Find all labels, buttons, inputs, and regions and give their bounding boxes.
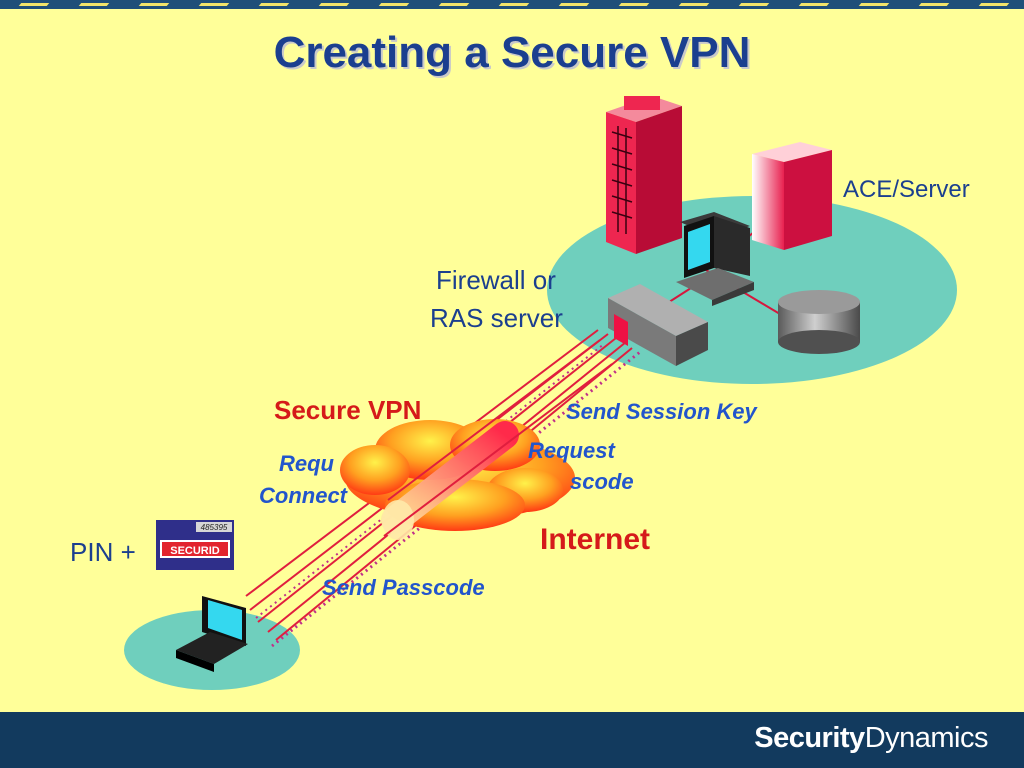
pin-label: PIN + bbox=[70, 537, 136, 567]
database-drum-icon bbox=[778, 290, 860, 354]
send-passcode-label: Send Passcode bbox=[322, 575, 485, 600]
firewall-label-line1: Firewall or bbox=[436, 265, 556, 295]
request-path-dotted bbox=[255, 343, 605, 619]
top-band bbox=[0, 0, 1024, 9]
ace-server-icon bbox=[752, 142, 832, 250]
request-connection-line1: Requ bbox=[279, 451, 334, 476]
send-session-key-label: Send Session Key bbox=[566, 399, 757, 424]
tunnel-end bbox=[382, 500, 414, 540]
firewall-server-icon bbox=[608, 284, 708, 366]
request-connection-line2: Connect bbox=[259, 483, 347, 508]
brand-logo: SecurityDynamics bbox=[754, 722, 988, 755]
internet-label: Internet bbox=[540, 523, 651, 556]
request-passcode-line1: Request bbox=[528, 438, 615, 463]
ace-server-label: ACE/Server bbox=[843, 176, 970, 203]
token-number-text: 485395 bbox=[201, 523, 228, 532]
brand-bold: Security bbox=[754, 722, 865, 754]
secure-vpn-tunnel bbox=[381, 421, 519, 534]
page-title: Creating a Secure VPN bbox=[273, 28, 751, 77]
workstation-icon bbox=[676, 212, 754, 306]
firewall-label-line2: RAS server bbox=[430, 303, 563, 333]
footer-bar: SecurityDynamics bbox=[0, 712, 1024, 768]
securid-token-icon: SECURID 485395 bbox=[156, 520, 234, 570]
token-brand-text: SECURID bbox=[170, 545, 220, 557]
brand-light: Dynamics bbox=[864, 722, 989, 754]
request-passcode-line2: scode bbox=[570, 469, 634, 494]
vpn-diagram: SECURID 485395 bbox=[124, 96, 957, 690]
laptop-icon bbox=[176, 596, 248, 672]
office-building-icon bbox=[606, 96, 682, 254]
secure-vpn-label: Secure VPN bbox=[274, 395, 422, 425]
